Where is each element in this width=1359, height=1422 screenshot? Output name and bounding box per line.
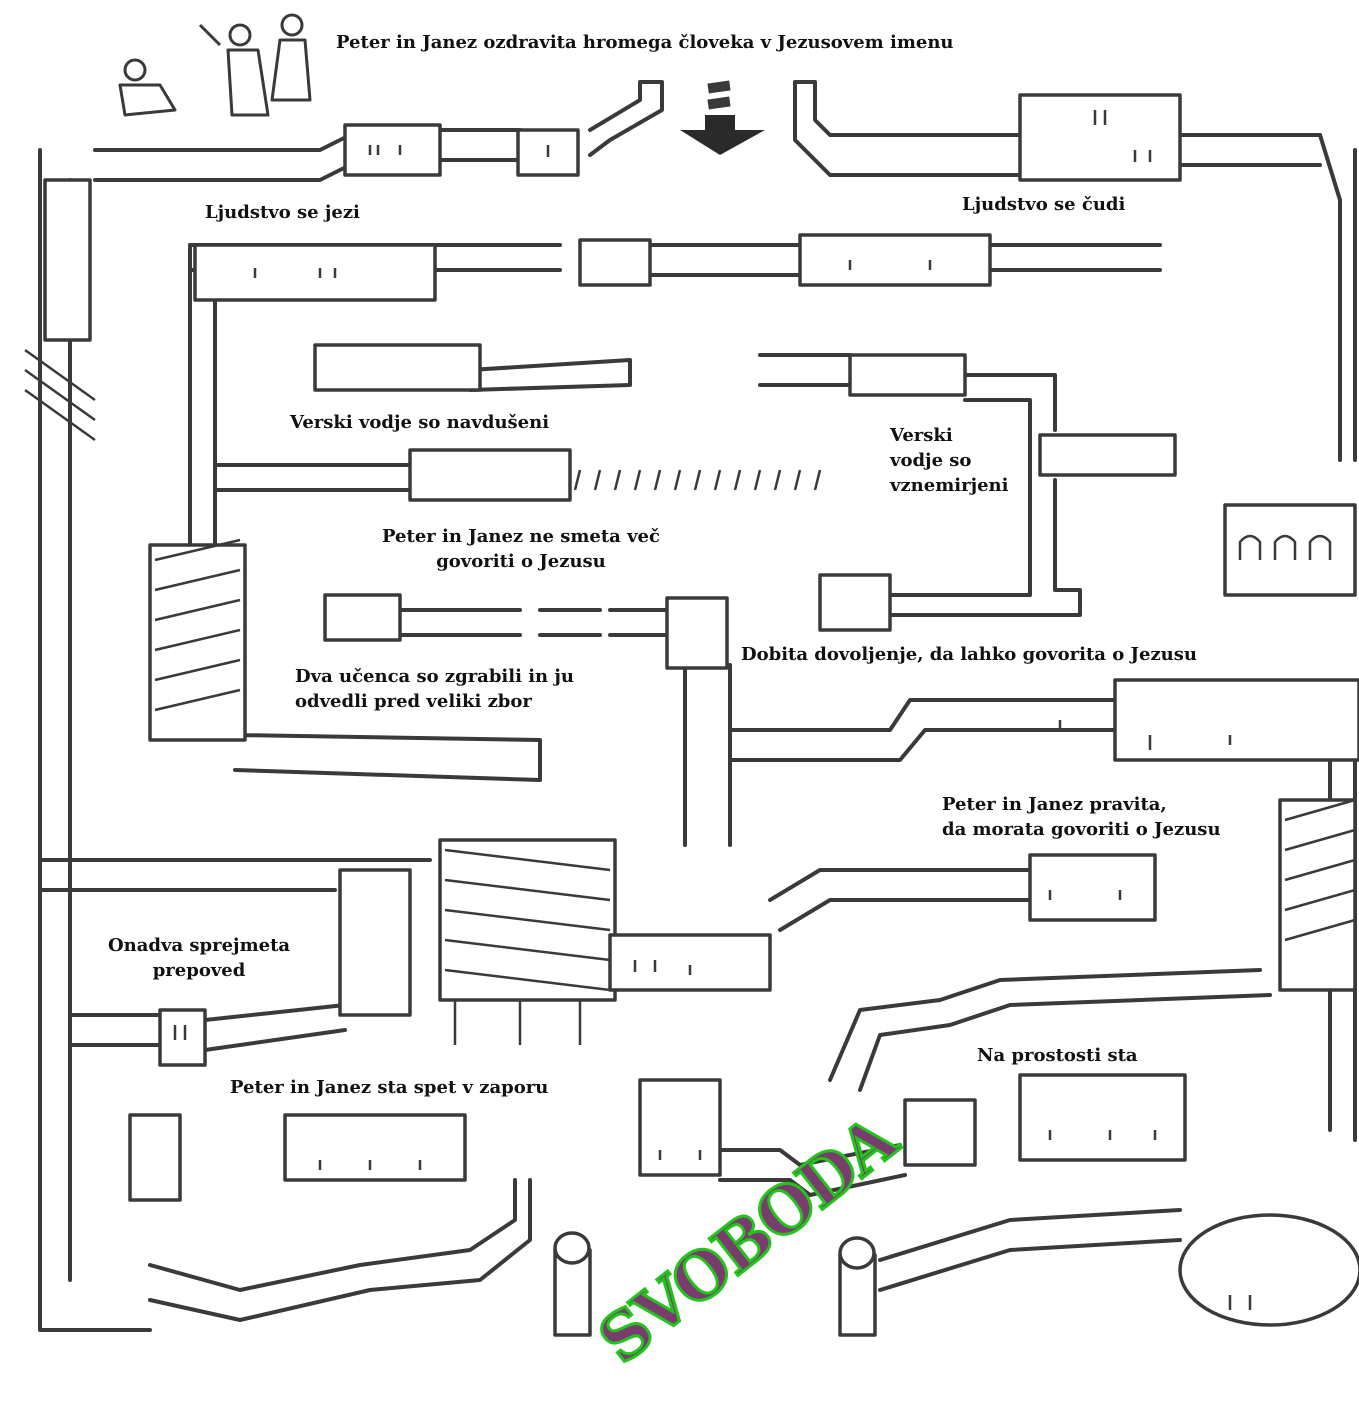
- corridor-bottom-right: [38, 858, 1182, 1292]
- building-accept: [158, 1008, 207, 1067]
- outer-top-wall: [93, 128, 362, 182]
- windows-row: [173, 110, 1252, 1310]
- building-amazed: [1018, 93, 1182, 182]
- label-permission: Dobita dovoljenje, da lahko govorita o J…: [741, 644, 1197, 665]
- label-people-shocked: Ljudstvo se jezi: [205, 202, 360, 223]
- corridor-permission: [728, 698, 1117, 762]
- building-council-low: [608, 933, 772, 992]
- building-tall: [148, 543, 247, 742]
- building-start-2: [516, 128, 580, 177]
- building-leaders-right: [1038, 433, 1177, 477]
- label-accept-ban: Onadva sprejmeta prepoved: [108, 935, 291, 981]
- building-thrilled: [313, 343, 482, 392]
- exit-pillars: [553, 1231, 877, 1337]
- building-bother: [408, 448, 572, 502]
- building-bother-house: [323, 593, 402, 642]
- fence: [573, 469, 822, 491]
- building-jail-2: [638, 1078, 722, 1177]
- shaft-middle: [683, 663, 732, 847]
- label-no-longer-bothered: Peter in Janez ne smeta več govoriti o J…: [382, 526, 660, 572]
- label-people-amazed: Ljudstvo se čudi: [962, 194, 1126, 215]
- people-illustration: [118, 13, 312, 117]
- label-seized: Dva učenca so zgrabili in ju odvedli pre…: [295, 666, 574, 712]
- corridor-bottom: [148, 1178, 532, 1322]
- building-shocked-2: [578, 238, 652, 287]
- label-start: Peter in Janez ozdravita hromega človeka…: [336, 32, 954, 53]
- tower-left: [43, 178, 92, 342]
- building-free-small: [903, 1098, 977, 1167]
- label-jail-again: Peter in Janez sta spet v zaporu: [230, 1077, 549, 1098]
- amazed-corridor: [793, 80, 1322, 177]
- label-free: Na prostosti sta: [977, 1045, 1138, 1066]
- label-leaders-upset: Verski vodje so vznemirjeni: [890, 425, 1009, 496]
- building-right-arches: [1223, 503, 1357, 597]
- arches: [1238, 534, 1332, 560]
- building-upset: [848, 353, 967, 397]
- down-arrow-icon: [680, 80, 765, 155]
- label-leaders-thrilled: Verski vodje so navdušeni: [290, 412, 550, 433]
- outer-right-wall: [1318, 133, 1357, 1142]
- hatch-left-roof: [24, 348, 96, 442]
- building-bottom-left: [128, 1113, 182, 1202]
- building-permission-small: [818, 573, 892, 632]
- start-corridor: [438, 80, 664, 162]
- corridor-upset: [758, 353, 1082, 617]
- building-shocked-1: [193, 243, 437, 302]
- building-free: [1018, 1073, 1187, 1162]
- building-council-side: [338, 868, 412, 1017]
- maze-drawing: [24, 13, 1359, 1337]
- corridor-jail: [718, 1143, 907, 1197]
- hatch-council: [444, 848, 611, 992]
- corridor-seized: [233, 733, 542, 782]
- label-must-speak: Peter in Janez pravita, da morata govori…: [942, 794, 1221, 840]
- outer-left-wall: [38, 148, 152, 1332]
- building-permission-big: [1113, 678, 1359, 762]
- building-start-1: [343, 123, 442, 177]
- tower-middle: [665, 596, 729, 670]
- corridor-accept: [68, 1003, 347, 1052]
- corridor-must-speak: [768, 868, 1032, 932]
- left-shaft: [188, 243, 217, 562]
- hatch-tall: [154, 538, 241, 712]
- building-shocked-3: [798, 233, 992, 287]
- tower-right-lower: [1278, 798, 1357, 992]
- building-must-speak: [1028, 853, 1157, 922]
- corridor-thrilled: [213, 358, 632, 492]
- hatch-right-tower: [1284, 798, 1356, 942]
- council-columns: [453, 1000, 582, 1045]
- corridor-free: [828, 968, 1272, 1092]
- round-tower-bottom-right: [1178, 1213, 1359, 1327]
- corridor-bother: [398, 608, 667, 637]
- building-jail: [283, 1113, 467, 1182]
